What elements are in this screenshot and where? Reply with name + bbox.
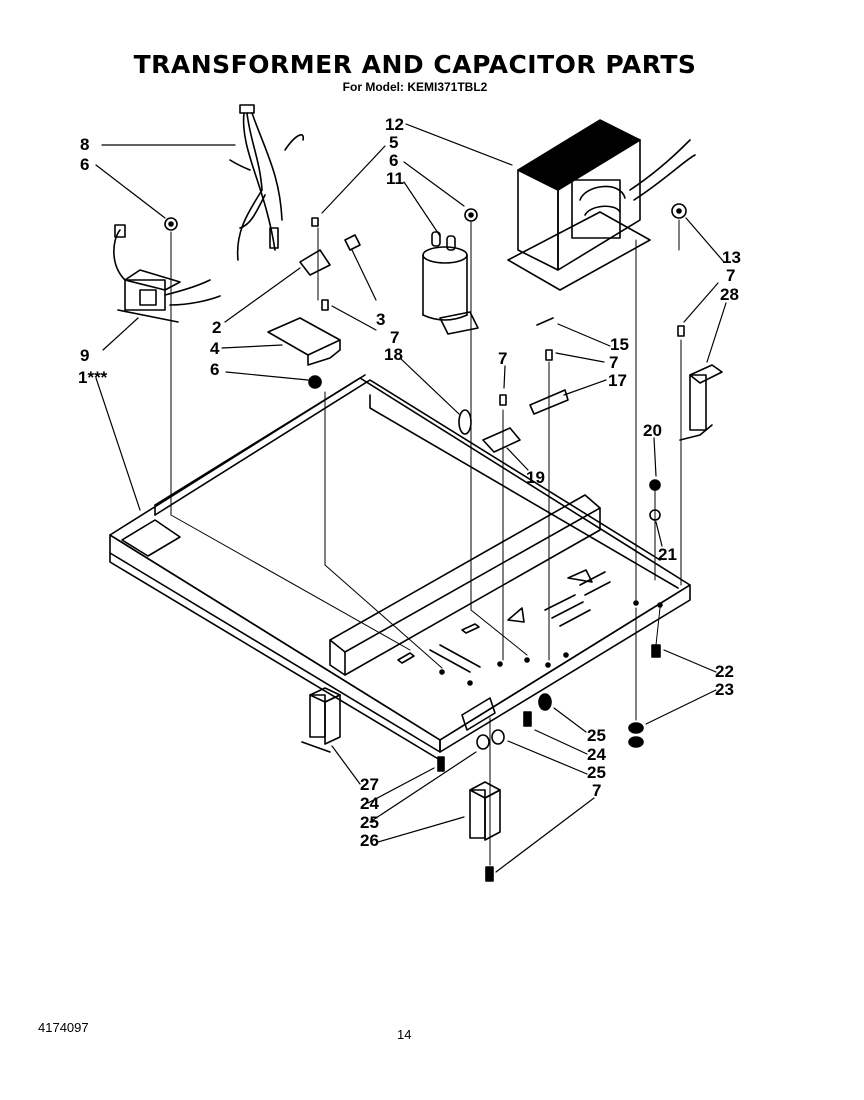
callout-9: 9 <box>80 346 89 365</box>
callout-18: 18 <box>384 345 403 364</box>
model-subtitle: For Model: KEMI371TBL2 <box>342 80 488 94</box>
callout-24: 24 <box>360 794 379 813</box>
callout-1: 1*** <box>78 368 108 387</box>
callout-20: 20 <box>643 421 662 440</box>
callout-labels: 8 6 9 1*** 2 4 6 3 7 18 12 5 6 11 7 15 7… <box>78 115 741 850</box>
leader-lines <box>95 123 727 873</box>
callout-5: 5 <box>389 133 398 152</box>
callout-26: 26 <box>360 831 379 850</box>
callout-4: 4 <box>210 339 220 358</box>
callout-23: 23 <box>715 680 734 699</box>
callout-7: 7 <box>609 353 618 372</box>
callout-22: 22 <box>715 662 734 681</box>
wire-harness <box>229 104 305 261</box>
page-title: TRANSFORMER AND CAPACITOR PARTS <box>133 50 697 79</box>
callout-2: 2 <box>212 318 221 337</box>
callout-6: 6 <box>389 151 398 170</box>
callout-28: 28 <box>720 285 739 304</box>
callout-3: 3 <box>376 310 385 329</box>
callout-25: 25 <box>587 763 606 782</box>
callout-17: 17 <box>608 371 627 390</box>
small-transformer <box>113 224 221 323</box>
callout-7: 7 <box>498 349 507 368</box>
callout-25: 25 <box>587 726 606 745</box>
base-tray <box>109 374 691 761</box>
callout-11: 11 <box>386 169 404 188</box>
callout-7: 7 <box>390 328 399 347</box>
page-number: 14 <box>397 1027 412 1042</box>
document-number: 4174097 <box>38 1020 89 1035</box>
callout-6: 6 <box>210 360 219 379</box>
callout-7: 7 <box>726 266 735 285</box>
main-transformer <box>507 119 696 291</box>
callout-15: 15 <box>610 335 629 354</box>
callout-25: 25 <box>360 813 379 832</box>
callout-27: 27 <box>360 775 379 794</box>
callout-19: 19 <box>526 468 545 487</box>
callout-13: 13 <box>722 248 741 267</box>
callout-7: 7 <box>592 781 601 800</box>
alignment-lines <box>170 219 682 866</box>
bracket <box>267 249 341 366</box>
callout-24: 24 <box>587 745 606 764</box>
callout-21: 21 <box>658 545 677 564</box>
callout-12: 12 <box>385 115 404 134</box>
capacitor <box>422 231 479 335</box>
callout-6: 6 <box>80 155 89 174</box>
callout-8: 8 <box>80 135 89 154</box>
